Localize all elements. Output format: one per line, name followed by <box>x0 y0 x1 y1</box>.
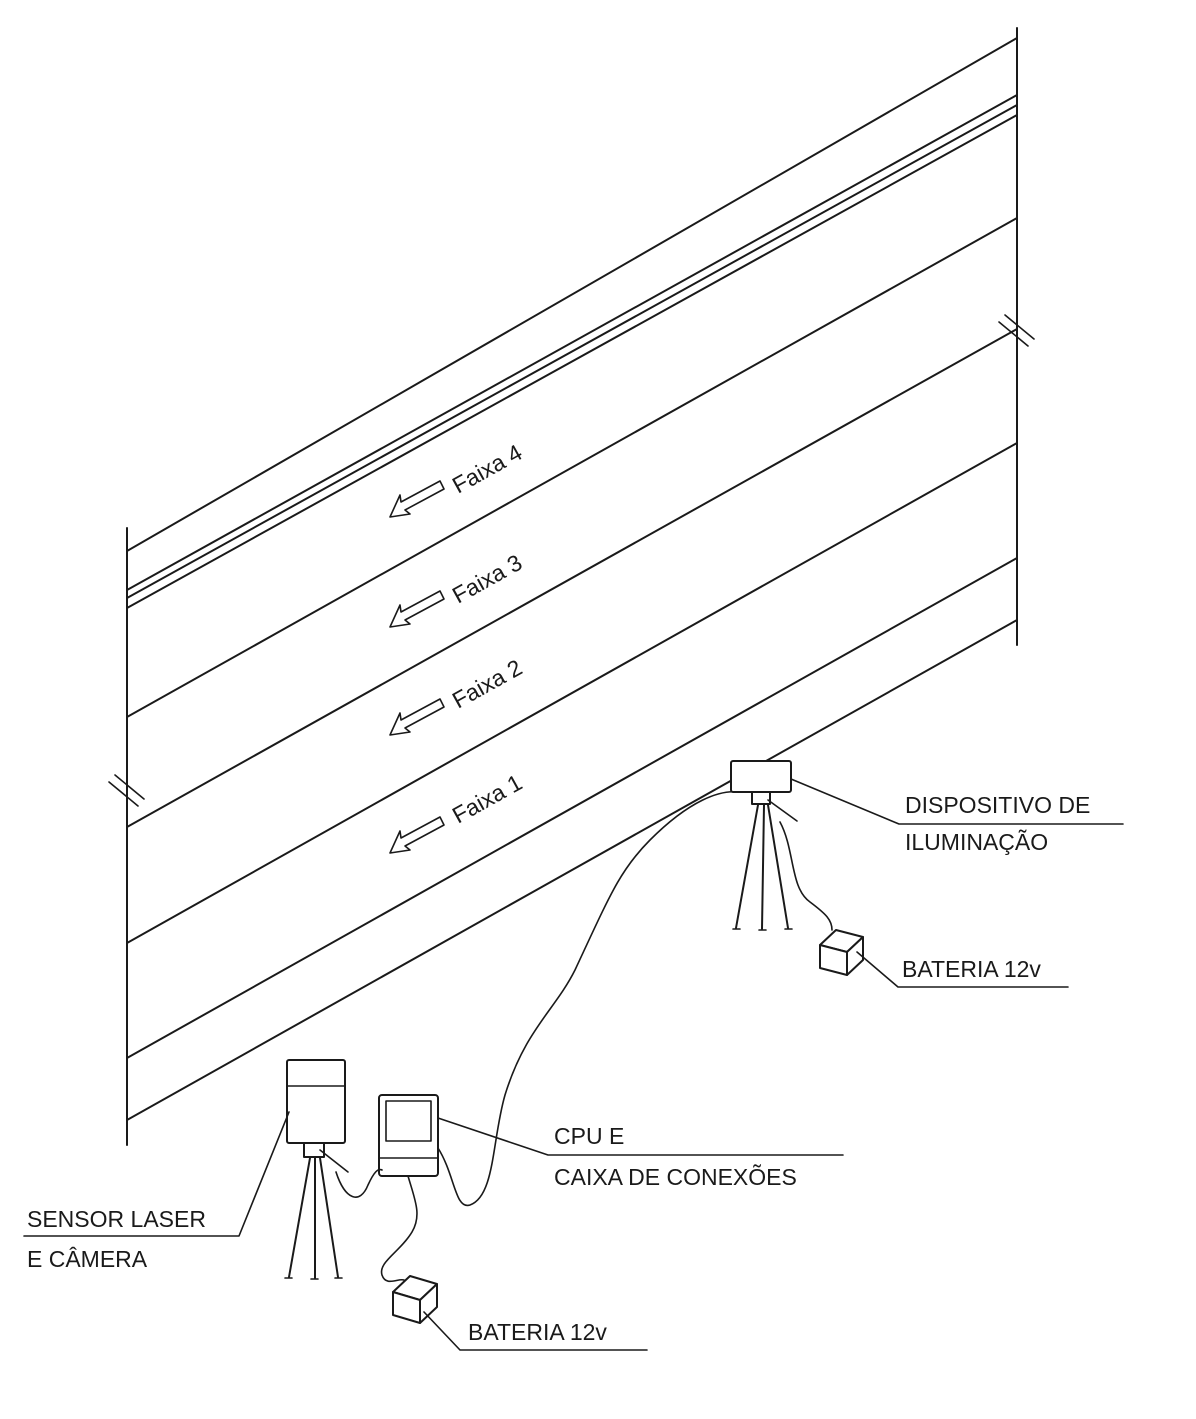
shoulder-line <box>126 37 1018 552</box>
cable-cpu-to-battery <box>380 1175 418 1283</box>
cable-sensor-to-cpu <box>335 1168 383 1198</box>
lane-label-3: Faixa 3 <box>448 549 527 608</box>
battery-right <box>819 929 864 976</box>
label-sensor-line1: SENSOR LASER <box>27 1206 206 1232</box>
cable-cpu-to-illumination <box>437 790 739 1207</box>
lane-line-4-3 <box>126 217 1018 718</box>
break-mark-right <box>998 314 1035 347</box>
label-cpu-line1: CPU E <box>554 1123 624 1149</box>
lane-line-2-1 <box>126 442 1018 944</box>
median-line-middle <box>126 104 1018 599</box>
lane-arrow-2 <box>389 698 445 736</box>
road-edge-line-1 <box>126 557 1018 1059</box>
label-battery-right: BATERIA 12v <box>902 956 1041 982</box>
leader-battery-right <box>856 951 1069 988</box>
cable-illumination-to-battery <box>779 821 833 931</box>
lane-arrow-1 <box>389 816 445 854</box>
leader-illumination <box>790 778 1124 825</box>
lane-arrow-4 <box>389 480 445 518</box>
battery-bottom <box>392 1275 438 1324</box>
road-lines <box>126 37 1018 1121</box>
label-illumination-line2: ILUMINAÇÃO <box>905 829 1048 855</box>
label-illumination-line1: DISPOSITIVO DE <box>905 792 1090 818</box>
cpu-connection-box <box>378 1094 439 1177</box>
lane-label-4: Faixa 4 <box>448 439 527 498</box>
lane-arrow-3 <box>389 590 445 628</box>
road-edge-line-2 <box>126 619 1018 1121</box>
median-line-upper <box>126 94 1018 591</box>
leader-sensor <box>23 1111 290 1237</box>
leader-battery-bottom <box>423 1311 648 1351</box>
label-sensor-line2: E CÂMERA <box>27 1246 148 1272</box>
label-battery-bottom: BATERIA 12v <box>468 1319 607 1345</box>
lane-label-1: Faixa 1 <box>448 769 527 828</box>
label-cpu-line2: CAIXA DE CONEXÕES <box>554 1163 797 1190</box>
illumination-device <box>730 760 798 931</box>
leader-cpu <box>437 1117 844 1156</box>
break-mark-left <box>108 774 145 807</box>
median-line-lower <box>126 114 1018 609</box>
lane-line-3-2 <box>126 328 1018 828</box>
cables <box>335 790 833 1283</box>
sensor-laser-camera <box>284 1059 349 1280</box>
lane-label-2: Faixa 2 <box>448 654 527 713</box>
callout-leaders <box>23 778 1124 1351</box>
